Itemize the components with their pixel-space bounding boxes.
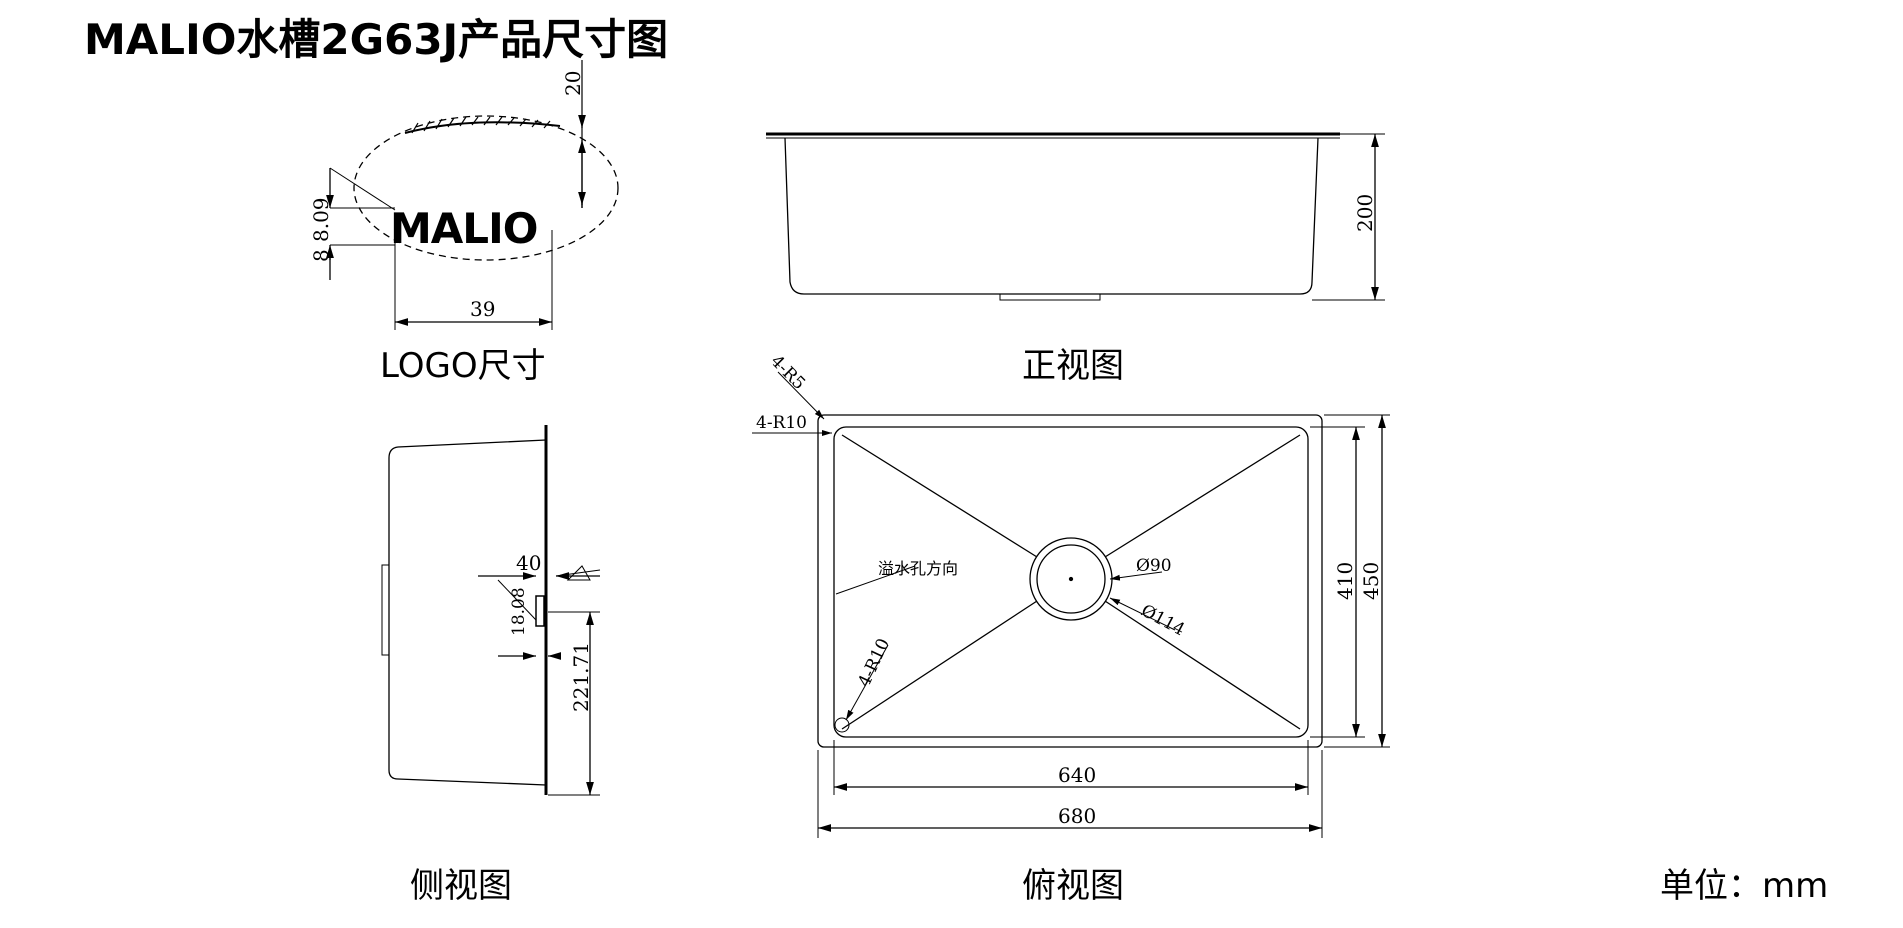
dim-top-d90: Ø90 — [1136, 556, 1172, 576]
side-drain — [381, 564, 390, 656]
caption-side-view: 侧视图 — [410, 866, 512, 906]
dim-top-r5: 4-R5 — [766, 351, 809, 394]
dim-top-410: 410 — [1333, 562, 1357, 600]
caption-top-view: 俯视图 — [1022, 866, 1124, 906]
caption-logo-size: LOGO尺寸 — [380, 346, 546, 386]
dim-logo-20: 20 — [561, 71, 585, 96]
dim-front-200: 200 — [1353, 194, 1377, 232]
logo-detail-ellipse — [353, 115, 619, 261]
dim-top-450: 450 — [1359, 562, 1383, 600]
side-view — [381, 425, 601, 796]
caption-front-view: 正视图 — [1022, 346, 1124, 386]
top-drain-inner — [1036, 544, 1106, 614]
top-outer-rim — [817, 414, 1323, 748]
top-view — [752, 371, 1390, 838]
dim-logo-809: 8.09 — [309, 197, 333, 242]
front-body — [784, 137, 1319, 295]
page-title: MALIO水槽2G63J产品尺寸图 — [84, 15, 669, 64]
top-inner-bowl — [833, 426, 1309, 738]
dim-top-640: 640 — [1058, 763, 1096, 787]
logo-mark: MALIO — [390, 204, 537, 253]
dim-side-40: 40 — [516, 551, 541, 575]
overflow-direction-note: 溢水孔方向 — [878, 559, 958, 578]
dim-logo-8: 8 — [309, 249, 333, 262]
dim-top-r10-outer: 4-R10 — [756, 413, 807, 433]
dim-side-1808: 18.08 — [509, 587, 529, 636]
logo-hatch-lines — [411, 116, 551, 134]
dim-logo-39: 39 — [470, 297, 495, 321]
dim-top-680: 680 — [1058, 804, 1096, 828]
logo-detail — [326, 60, 619, 330]
front-view — [766, 132, 1385, 301]
logo-hatch-top — [404, 121, 561, 134]
dim-top-d114: Ø114 — [1138, 601, 1188, 640]
unit-label: 单位：mm — [1660, 866, 1829, 906]
dim-side-22171: 221.71 — [569, 642, 593, 712]
front-drain — [999, 293, 1101, 301]
dim-top-r10-bottom: 4-R10 — [854, 635, 894, 690]
